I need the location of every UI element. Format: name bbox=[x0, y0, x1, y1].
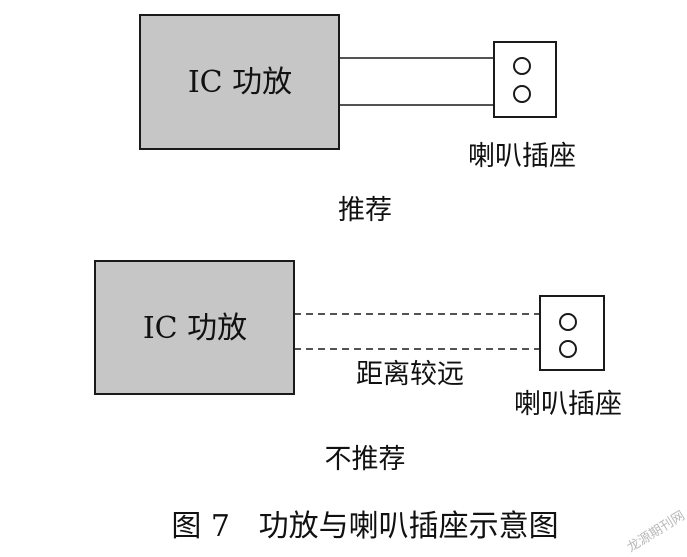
socket-hole-bottom-not-recommended bbox=[559, 340, 577, 358]
distance-label: 距离较远 bbox=[356, 359, 464, 390]
watermark-logo: 龙源期刊网 bbox=[625, 508, 687, 555]
not-recommended-section: IC 功放 距离较远 喇叭插座 不推荐 bbox=[94, 260, 622, 475]
ic-amp-label-recommended: IC 功放 bbox=[188, 65, 292, 100]
speaker-socket-label-not-recommended: 喇叭插座 bbox=[514, 389, 622, 420]
ic-amp-box-not-recommended bbox=[94, 260, 295, 395]
speaker-socket-recommended bbox=[493, 41, 557, 118]
caption-not-recommended: 不推荐 bbox=[325, 444, 406, 475]
socket-hole-top-recommended bbox=[513, 57, 531, 75]
socket-hole-bottom-recommended bbox=[513, 85, 531, 103]
recommended-section: IC 功放 喇叭插座 推荐 bbox=[139, 14, 576, 226]
ic-amp-box-recommended bbox=[139, 14, 340, 150]
speaker-socket-not-recommended bbox=[539, 295, 605, 371]
speaker-socket-label-recommended: 喇叭插座 bbox=[468, 141, 576, 172]
socket-hole-top-not-recommended bbox=[559, 313, 577, 331]
caption-recommended: 推荐 bbox=[338, 195, 392, 226]
figure-caption: 图 7 功放与喇叭插座示意图 bbox=[171, 509, 558, 544]
ic-amp-label-not-recommended: IC 功放 bbox=[143, 311, 247, 346]
